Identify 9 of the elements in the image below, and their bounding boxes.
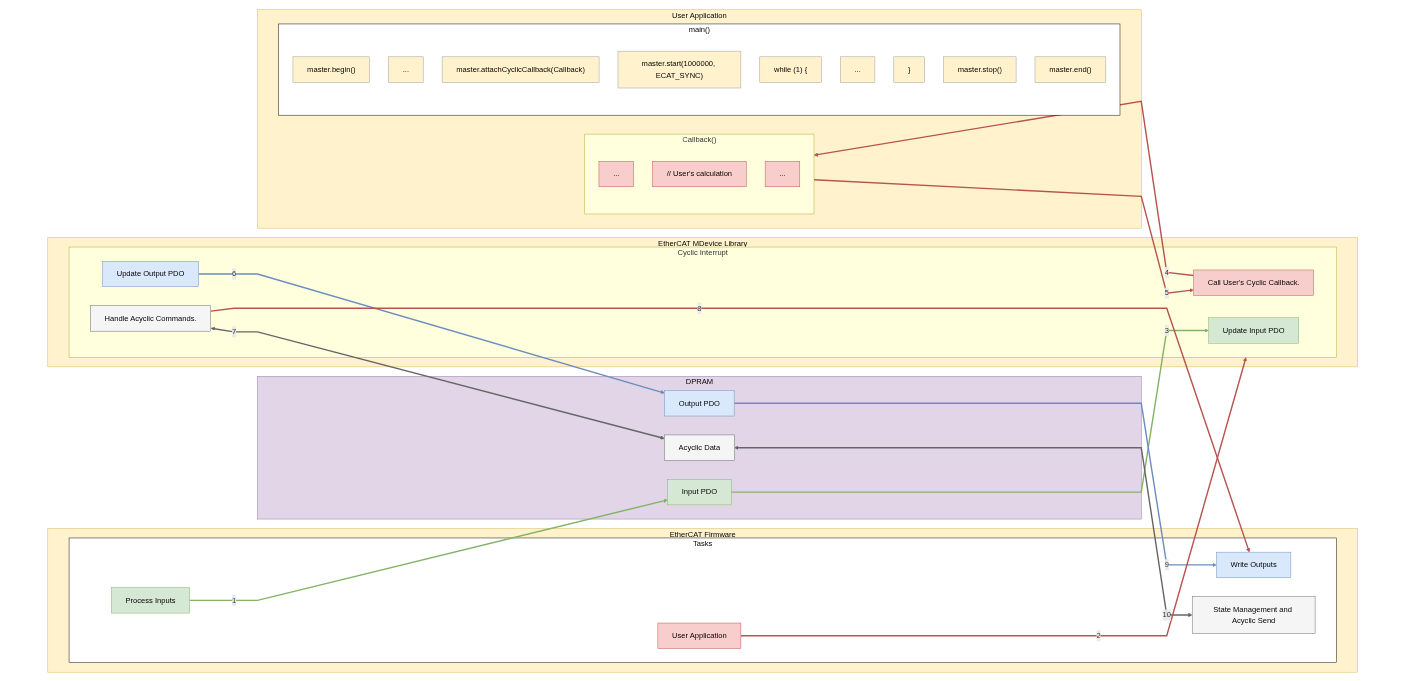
arrow (730, 327, 1210, 493)
arrow (210, 307, 1251, 552)
arrow (189, 498, 668, 601)
arrow (813, 178, 1195, 294)
arrow (211, 326, 665, 440)
arrow (198, 272, 666, 394)
arrow (733, 402, 1217, 567)
arrow (734, 445, 1193, 617)
arrow (740, 356, 1248, 636)
